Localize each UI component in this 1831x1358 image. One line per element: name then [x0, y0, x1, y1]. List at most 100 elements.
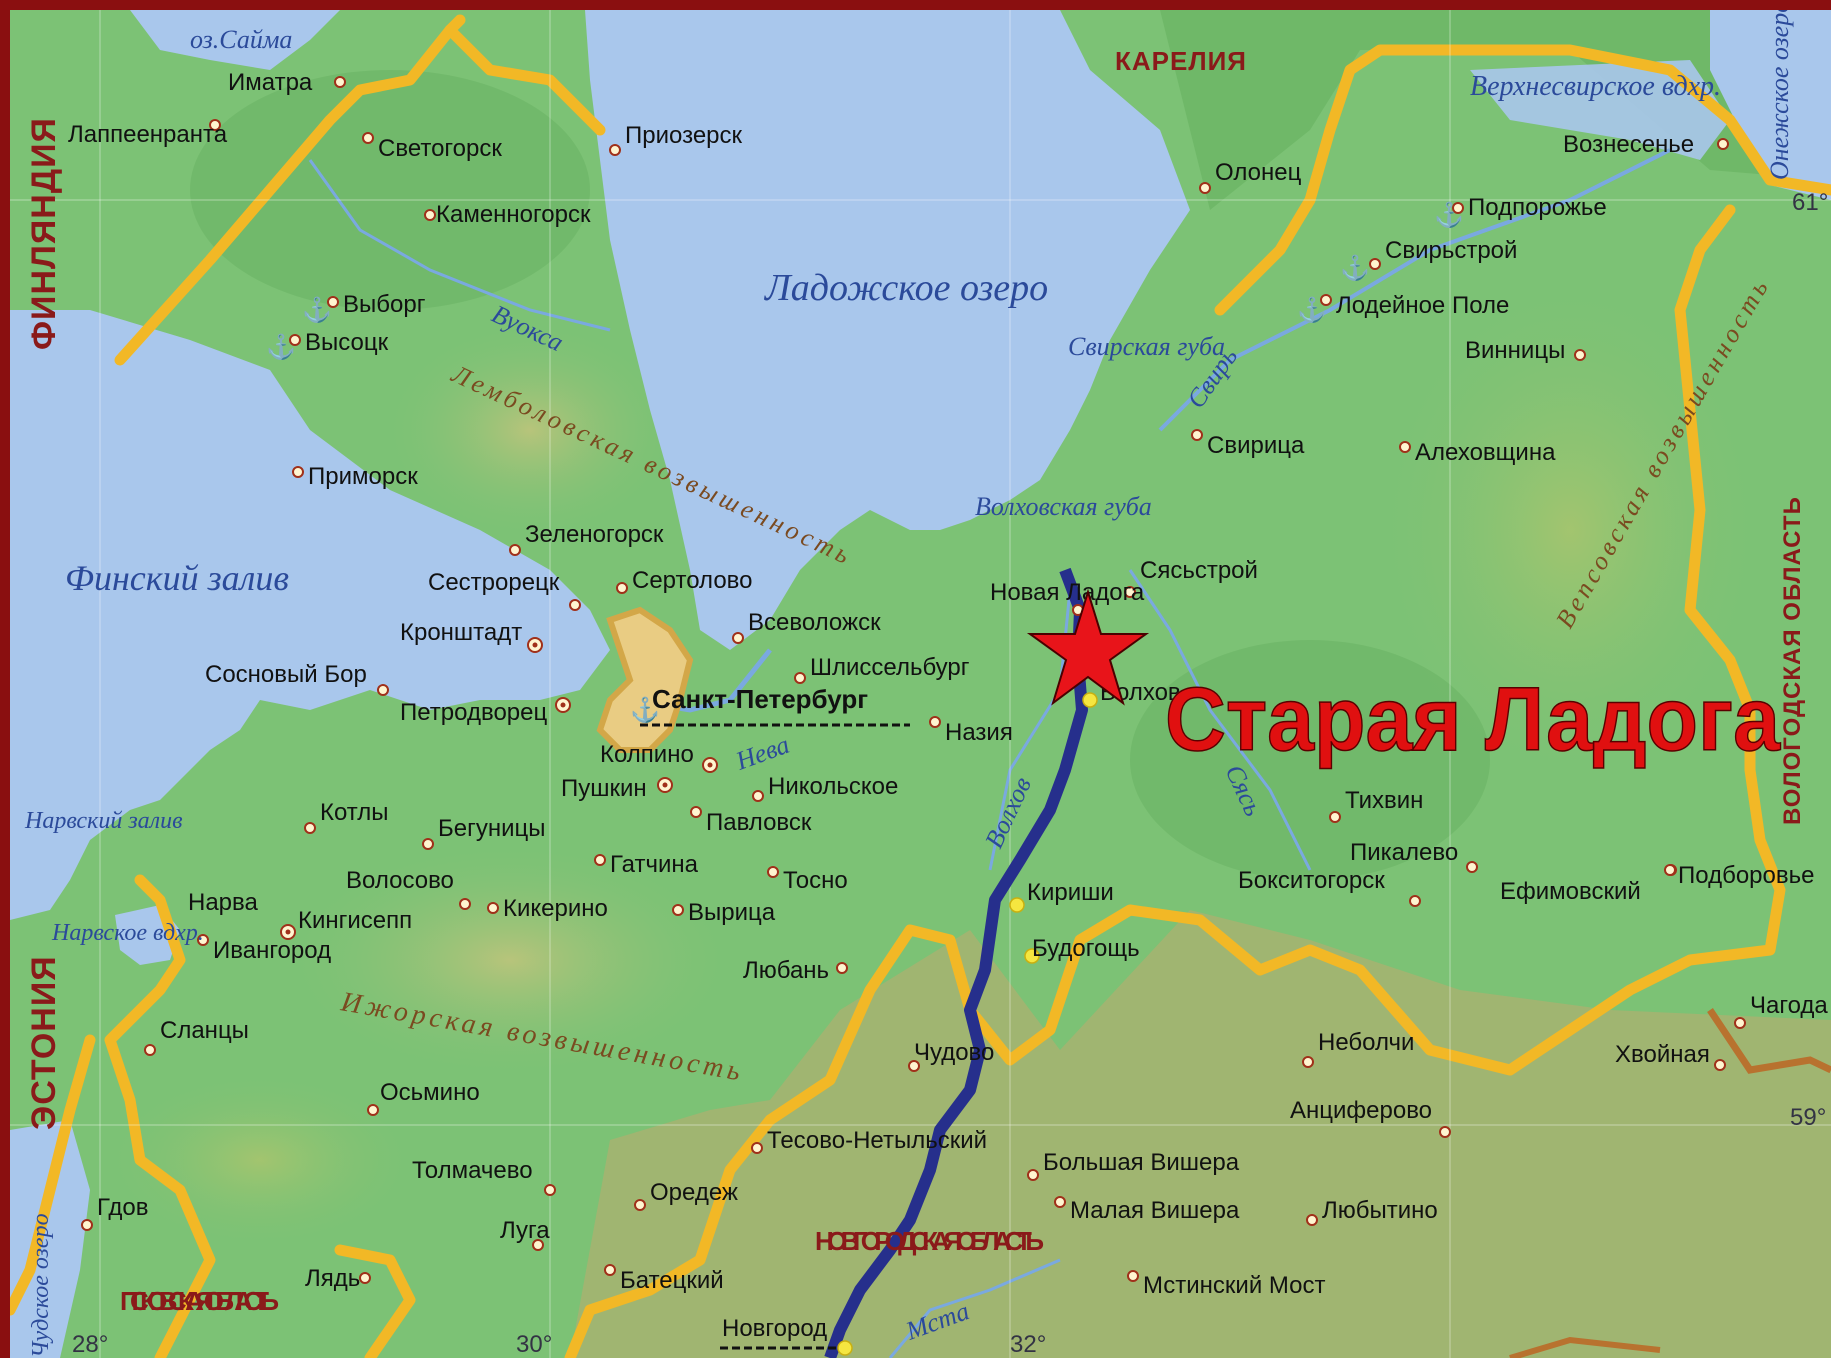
city-label-вознесенье[interactable]: Вознесенье — [1563, 131, 1694, 158]
city-label-новая-ладога[interactable]: Новая Ладога — [990, 579, 1145, 606]
city-label-вырица[interactable]: Вырица — [688, 899, 776, 926]
city-label-нарва[interactable]: Нарва — [188, 889, 259, 916]
city-label-гдов[interactable]: Гдов — [97, 1194, 149, 1221]
city-marker-чудово — [908, 1060, 920, 1072]
city-label-чудово[interactable]: Чудово — [914, 1039, 994, 1066]
city-label-гатчина[interactable]: Гатчина — [610, 851, 699, 878]
city-label-любань[interactable]: Любань — [743, 957, 829, 984]
city-label-ивангород[interactable]: Ивангород — [213, 937, 331, 964]
city-label-алеховщина[interactable]: Алеховщина — [1415, 439, 1556, 466]
city-label-тесово-нетыльский[interactable]: Тесово-Нетыльский — [767, 1127, 987, 1154]
water-label-нарвское-вдхр: Нарвское вдхр. — [51, 920, 204, 946]
city-label-сясьстрой[interactable]: Сясьстрой — [1140, 557, 1258, 584]
city-label-сертолово[interactable]: Сертолово — [632, 567, 753, 594]
city-label-назия[interactable]: Назия — [945, 719, 1013, 746]
city-label-лодейное-поле[interactable]: Лодейное Поле — [1336, 292, 1509, 319]
city-label-бокситогорск[interactable]: Бокситогорск — [1238, 867, 1385, 894]
city-label-никольское[interactable]: Никольское — [768, 773, 898, 800]
region-label-новгородская-область: НОВГОРОДСКАЯ ОБЛАСТЬ — [815, 1226, 1045, 1256]
city-label-колпино[interactable]: Колпино — [600, 741, 694, 768]
city-marker-гатчина — [594, 854, 606, 866]
city-marker-ивангород — [197, 934, 209, 946]
city-label-выборг[interactable]: Выборг — [343, 291, 426, 318]
city-label-волосово[interactable]: Волосово — [346, 867, 454, 894]
city-label-олонец[interactable]: Олонец — [1215, 159, 1302, 186]
city-label-ефимовский[interactable]: Ефимовский — [1500, 878, 1641, 905]
city-label-оредеж[interactable]: Оредеж — [650, 1179, 738, 1206]
spb-urban-area — [596, 606, 694, 753]
city-marker-сертолово — [616, 582, 628, 594]
city-label-лаппеенранта[interactable]: Лаппеенранта — [68, 121, 228, 148]
city-label-батецкий[interactable]: Батецкий — [620, 1267, 724, 1294]
city-label-шлиссельбург[interactable]: Шлиссельбург — [810, 654, 970, 681]
city-label-пушкин[interactable]: Пушкин — [561, 775, 647, 802]
relief-dark-west — [190, 70, 590, 310]
city-label-свирьстрой[interactable]: Свирьстрой — [1385, 237, 1517, 264]
city-label-петродворец[interactable]: Петродворец — [400, 699, 547, 726]
city-label-свирица[interactable]: Свирица — [1207, 432, 1305, 459]
city-label-будогощь[interactable]: Будогощь — [1032, 935, 1140, 962]
city-label-сосновый-бор[interactable]: Сосновый Бор — [205, 661, 367, 688]
city-label-каменногорск[interactable]: Каменногорск — [436, 201, 591, 228]
city-label-анциферово[interactable]: Анциферово — [1290, 1097, 1432, 1124]
city-marker-чагода — [1734, 1017, 1746, 1029]
city-marker-свирица — [1191, 429, 1203, 441]
city-label-винницы[interactable]: Винницы — [1465, 337, 1565, 364]
city-marker-core-колпино — [707, 762, 713, 768]
city-label-осьмино[interactable]: Осьмино — [380, 1079, 480, 1106]
city-marker-вознесенье — [1717, 138, 1729, 150]
city-label-большая-вишера[interactable]: Большая Вишера — [1043, 1149, 1240, 1176]
city-label-кронштадт[interactable]: Кронштадт — [400, 619, 522, 646]
city-label-всеволожск[interactable]: Всеволожск — [748, 609, 881, 636]
city-marker-малая-вишера — [1054, 1196, 1066, 1208]
city-marker-сосновый-бор — [377, 684, 389, 696]
city-marker-кикерино — [487, 902, 499, 914]
city-label-неболчи[interactable]: Неболчи — [1318, 1029, 1414, 1056]
city-label-любытино[interactable]: Любытино — [1322, 1197, 1438, 1224]
city-marker-пикалево — [1466, 861, 1478, 873]
city-marker-волхов — [1082, 692, 1098, 708]
city-label-кингисепп[interactable]: Кингисепп — [298, 907, 412, 934]
city-label-лядь[interactable]: Лядь — [305, 1265, 360, 1292]
city-label-котлы[interactable]: Котлы — [320, 799, 389, 826]
city-label-санкт-петербург[interactable]: Санкт-Петербург — [652, 684, 868, 714]
city-label-павловск[interactable]: Павловск — [706, 809, 812, 836]
city-label-приозерск[interactable]: Приозерск — [625, 122, 743, 149]
city-label-кикерино[interactable]: Кикерино — [503, 895, 608, 922]
city-label-луга[interactable]: Луга — [500, 1217, 550, 1244]
city-label-зеленогорск[interactable]: Зеленогорск — [525, 521, 664, 548]
city-label-сестрорецк[interactable]: Сестрорецк — [428, 569, 560, 596]
water-label-оз-сайма: оз.Сайма — [190, 25, 292, 54]
city-label-мстинский-мост[interactable]: Мстинский Мост — [1143, 1272, 1326, 1299]
city-label-светогорск[interactable]: Светогорск — [378, 135, 502, 162]
city-marker-зеленогорск — [509, 544, 521, 556]
city-label-иматра[interactable]: Иматра — [228, 69, 313, 96]
city-label-высоцк[interactable]: Высоцк — [305, 329, 389, 356]
port-anchors: ⚓⚓⚓⚓⚓⚓ — [266, 201, 1464, 724]
city-label-малая-вишера[interactable]: Малая Вишера — [1070, 1197, 1240, 1224]
city-label-подпорожье[interactable]: Подпорожье — [1468, 194, 1607, 221]
city-marker-новгород — [837, 1340, 853, 1356]
city-label-тихвин[interactable]: Тихвин — [1345, 787, 1423, 814]
city-label-пикалево[interactable]: Пикалево — [1350, 839, 1458, 866]
city-label-толмачево[interactable]: Толмачево — [412, 1157, 533, 1184]
city-marker-бегуницы — [422, 838, 434, 850]
city-marker-приозерск — [609, 144, 621, 156]
relief-lembolovo — [380, 320, 680, 540]
city-marker-оредеж — [634, 1199, 646, 1211]
city-label-сланцы[interactable]: Сланцы — [160, 1017, 249, 1044]
city-label-тосно[interactable]: Тосно — [783, 867, 848, 894]
water-label-ладожское-озеро: Ладожское озеро — [764, 267, 1048, 309]
city-label-новгород[interactable]: Новгород — [722, 1315, 827, 1342]
city-marker-приморск — [292, 466, 304, 478]
city-label-хвойная[interactable]: Хвойная — [1615, 1041, 1710, 1068]
city-label-бегуницы[interactable]: Бегуницы — [438, 815, 546, 842]
city-label-чагода[interactable]: Чагода — [1750, 992, 1828, 1019]
city-label-подборовье[interactable]: Подборовье — [1678, 862, 1814, 889]
city-label-кириши[interactable]: Кириши — [1027, 879, 1114, 906]
city-label-приморск[interactable]: Приморск — [308, 463, 418, 490]
